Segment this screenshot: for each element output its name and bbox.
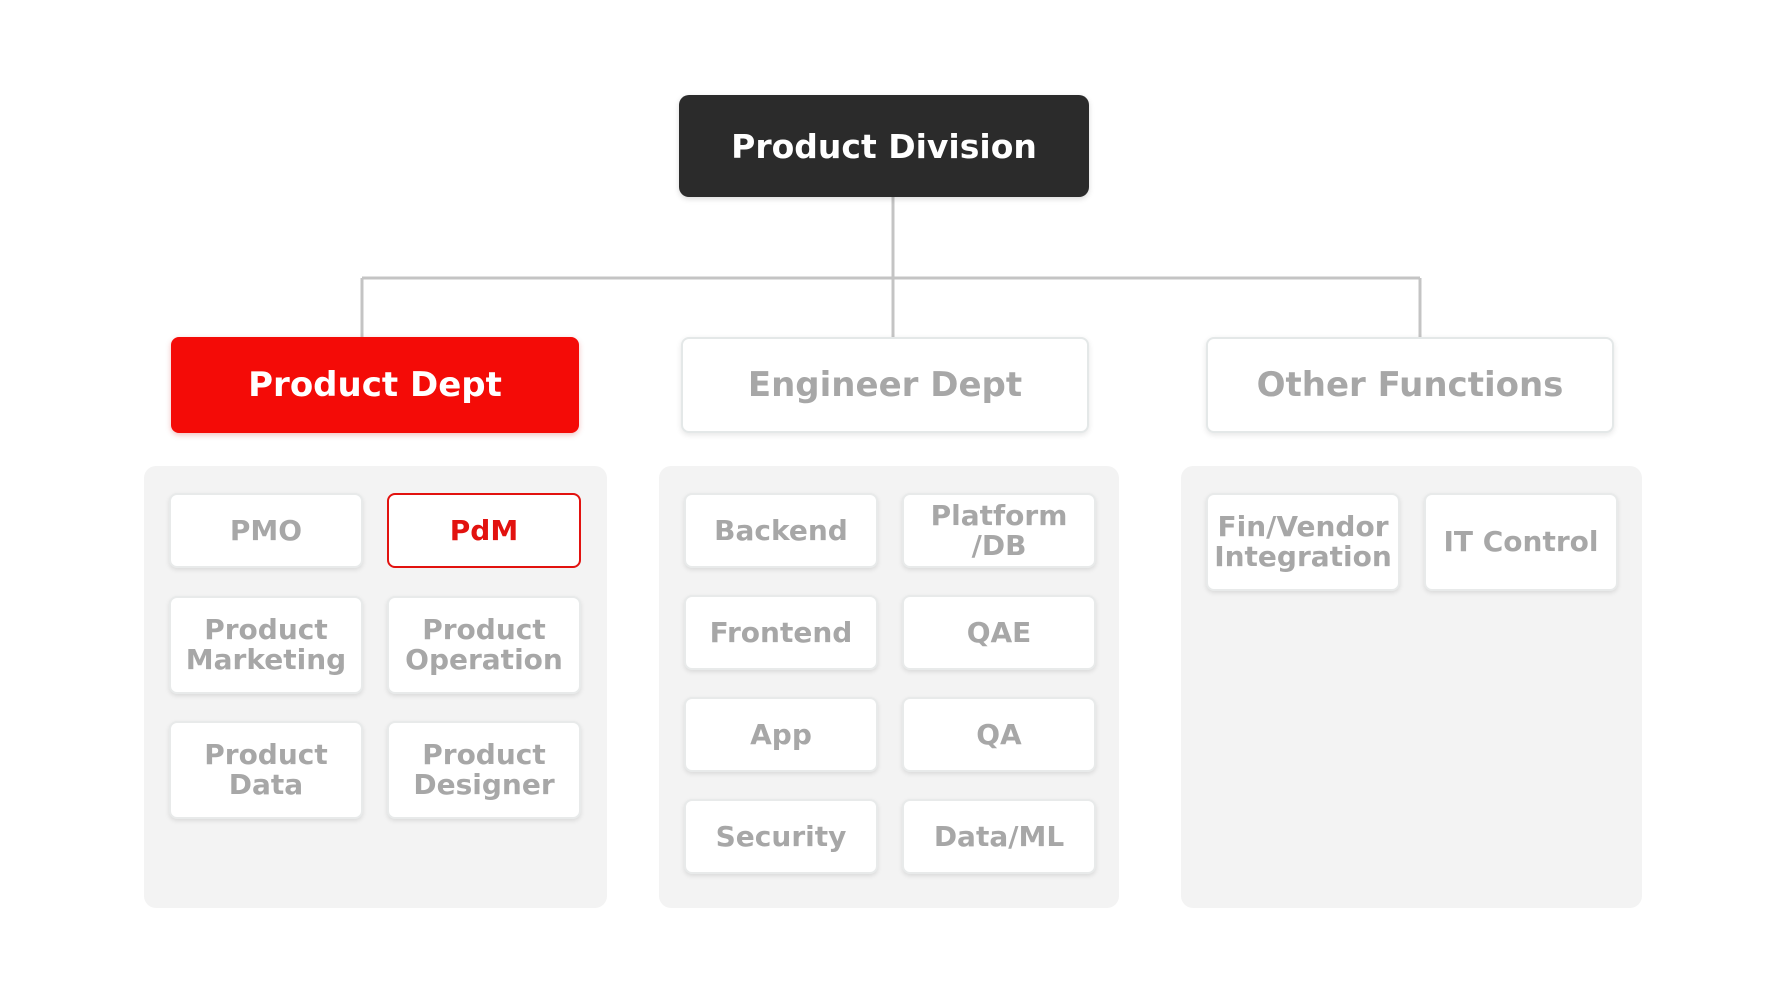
- role-node-backend: Backend: [684, 493, 878, 568]
- dept-node-engineer-dept: Engineer Dept: [681, 337, 1089, 433]
- role-label: Security: [715, 819, 847, 853]
- role-label: Data/ML: [933, 819, 1065, 853]
- role-label: Product Data: [204, 738, 328, 801]
- role-label: IT Control: [1443, 525, 1599, 558]
- role-node-platform-db: Platform /DB: [902, 493, 1096, 568]
- role-label: Product Marketing: [185, 613, 347, 676]
- root-node-product-division: Product Division: [679, 95, 1089, 197]
- role-node-pdm: PdM: [387, 493, 581, 568]
- role-label: QAE: [966, 615, 1032, 649]
- role-label: Platform /DB: [930, 498, 1068, 562]
- role-label: Backend: [714, 513, 848, 547]
- dept-node-product-dept: Product Dept: [171, 337, 579, 433]
- role-node-product-designer: Product Designer: [387, 721, 581, 819]
- role-label: Product Operation: [405, 613, 563, 676]
- role-label: PdM: [449, 513, 519, 547]
- role-node-security: Security: [684, 799, 878, 874]
- role-label: PMO: [229, 513, 303, 547]
- role-node-product-marketing: Product Marketing: [169, 596, 363, 694]
- role-node-product-data: Product Data: [169, 721, 363, 819]
- role-node-app: App: [684, 697, 878, 772]
- root-node-label: Product Division: [731, 126, 1037, 166]
- role-node-product-operation: Product Operation: [387, 596, 581, 694]
- role-node-qae: QAE: [902, 595, 1096, 670]
- dept-node-other-functions: Other Functions: [1206, 337, 1614, 433]
- role-node-qa: QA: [902, 697, 1096, 772]
- role-label: Product Designer: [413, 738, 555, 801]
- role-label: Fin/Vendor Integration: [1214, 510, 1392, 573]
- dept-label: Product Dept: [248, 365, 502, 405]
- dept-label: Engineer Dept: [747, 365, 1023, 405]
- role-label: QA: [976, 717, 1022, 751]
- role-label: App: [750, 717, 812, 751]
- role-node-pmo: PMO: [169, 493, 363, 568]
- role-node-fin-vendor-integration: Fin/Vendor Integration: [1206, 493, 1400, 591]
- dept-label: Other Functions: [1256, 365, 1564, 405]
- role-node-frontend: Frontend: [684, 595, 878, 670]
- role-node-it-control: IT Control: [1424, 493, 1618, 591]
- role-node-data-ml: Data/ML: [902, 799, 1096, 874]
- role-label: Frontend: [709, 615, 853, 649]
